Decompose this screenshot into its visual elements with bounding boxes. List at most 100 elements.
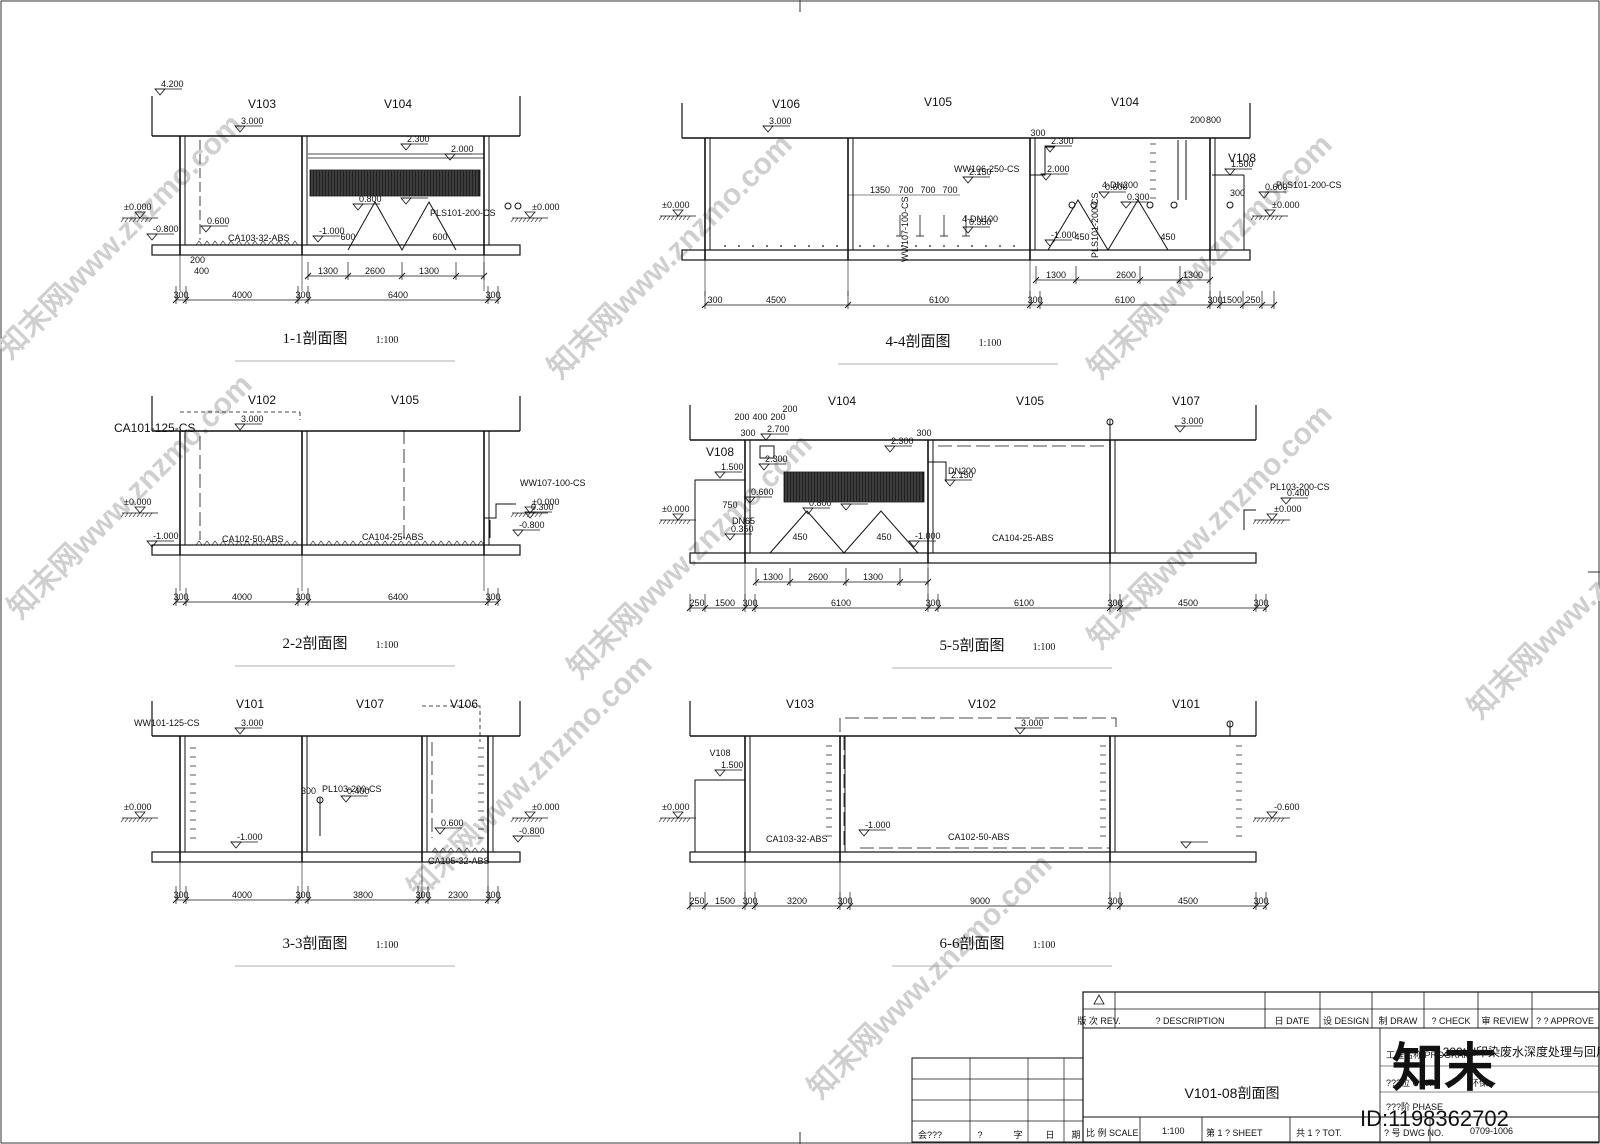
- drawing-line: [120, 512, 125, 518]
- diffuser-mark: [349, 540, 357, 546]
- watermark-text: 知末网www.znzmo.com: [1462, 468, 1600, 725]
- dimension-label: 6100: [929, 295, 949, 305]
- drawing-line: [686, 215, 691, 221]
- tank-label-V107: V107: [356, 697, 384, 711]
- drawing-line: [182, 896, 190, 904]
- dimension-label: 2300: [448, 890, 468, 900]
- drawing-line: [172, 598, 180, 606]
- dimension-label: 4500: [1178, 598, 1198, 608]
- level-mark-symbol: [234, 727, 246, 735]
- drawing-line: [538, 817, 543, 823]
- unit-value: 环保: [1470, 1077, 1488, 1088]
- drawing-line: [896, 578, 904, 586]
- pipe-route-dashed: [839, 717, 1117, 732]
- pipe-end-circle: [1170, 201, 1178, 209]
- revision-header-cell: ? ? APPROVE: [1536, 1016, 1594, 1026]
- dimension-label: 6400: [388, 592, 408, 602]
- diffuser-mark: [203, 540, 211, 546]
- drawing-line: [1036, 301, 1044, 309]
- drawing-line: [682, 215, 687, 221]
- level-mark-symbol: [962, 226, 974, 234]
- drawing-line: [534, 817, 539, 823]
- diffuser-mark: [445, 540, 453, 546]
- ground-level-mark: ±0.000: [120, 802, 158, 823]
- dimension-label: 300: [1107, 598, 1122, 608]
- pipe-label: DN200: [948, 466, 976, 476]
- pipe-label: WW101-125-CS: [134, 718, 200, 728]
- pipe-label: PL103-200-CS: [322, 784, 382, 794]
- floor-slab: [151, 544, 521, 556]
- drawing-line: [398, 272, 406, 280]
- section-scale: 1:100: [1033, 940, 1056, 951]
- drawing-line: [514, 512, 519, 518]
- drawing-line: [522, 512, 527, 518]
- dimension-label: 200: [770, 412, 785, 422]
- diffuser-mark: [461, 540, 469, 546]
- pipe-end-circle: [1226, 720, 1234, 728]
- level-mark-symbol: [760, 433, 772, 441]
- drawing-line: [140, 817, 145, 823]
- level-mark-symbol: [1180, 841, 1192, 849]
- level-label: 0.800: [809, 498, 832, 508]
- dimension-label: 300: [1253, 598, 1268, 608]
- diffuser-mark: [431, 847, 439, 853]
- countersign-cell: 期: [1071, 1130, 1080, 1140]
- dimension-label: 800: [1206, 115, 1221, 125]
- level-mark-symbol: [200, 225, 212, 233]
- dimension-label: 250: [689, 896, 704, 906]
- dimension-label: 450: [876, 532, 891, 542]
- drawing-line: [1136, 276, 1144, 284]
- diffuser-mark: [447, 847, 455, 853]
- level-mark-symbol: [146, 233, 158, 241]
- pipe-route-dashed: [422, 705, 481, 742]
- drawing-line: [1250, 215, 1255, 221]
- sheet-label: 第 1 ? SHEET: [1206, 1127, 1263, 1138]
- filter-media-block: [783, 471, 925, 503]
- pipe-label: WW106-250-CS: [954, 164, 1020, 174]
- level-mark-symbol: [1224, 168, 1236, 176]
- diffuser-mark: [381, 540, 389, 546]
- dimension-label: 300: [295, 890, 310, 900]
- dimension-label: 450: [1160, 232, 1175, 242]
- dimension-label: 300: [173, 290, 188, 300]
- drawing-line: [534, 512, 539, 518]
- ground-level-mark: ±0.000: [510, 202, 559, 223]
- dimension-label: 700: [898, 185, 913, 195]
- dimension-label: 2600: [1116, 270, 1136, 280]
- drawing-line: [124, 512, 129, 518]
- drawing-line: [530, 217, 535, 223]
- ground-level-label: ±0.000: [1274, 504, 1301, 514]
- ground-level-label: ±0.000: [532, 497, 559, 507]
- tank-label-V105: V105: [391, 393, 419, 407]
- drawing-line: [452, 272, 460, 280]
- revision-header-cell: ? CHECK: [1431, 1016, 1470, 1026]
- floor-slab: [689, 552, 1257, 564]
- diffuser-mark: [469, 540, 477, 546]
- drawing-line: [686, 604, 694, 612]
- drawing-number-label: ? 号 DWG NO.: [1384, 1128, 1444, 1138]
- dimension-label: 6100: [831, 598, 851, 608]
- dimension-label: 300: [295, 290, 310, 300]
- level-mark-symbol: [352, 203, 364, 211]
- tank-label-V108: V108: [1228, 151, 1256, 165]
- diffuser-dot: [859, 245, 861, 247]
- drawing-line: [494, 896, 502, 904]
- dimension-label: 300: [742, 598, 757, 608]
- drawing-line: [494, 598, 502, 606]
- drawing-line: [1239, 301, 1247, 309]
- diffuser-mark: [439, 847, 447, 853]
- drawing-line: [658, 519, 663, 525]
- diffuser-mark: [341, 540, 349, 546]
- ground-level-label: ±0.000: [532, 202, 559, 212]
- drawing-line: [530, 817, 535, 823]
- ground-level-symbol: [524, 211, 536, 219]
- drawing-line: [666, 519, 671, 525]
- drawing-line: [1072, 276, 1080, 284]
- drawing-line: [751, 902, 759, 910]
- drawing-line: [140, 217, 145, 223]
- pipe-route: [928, 461, 947, 482]
- drawing-line: [1264, 519, 1269, 525]
- tank-label-V106: V106: [772, 97, 800, 111]
